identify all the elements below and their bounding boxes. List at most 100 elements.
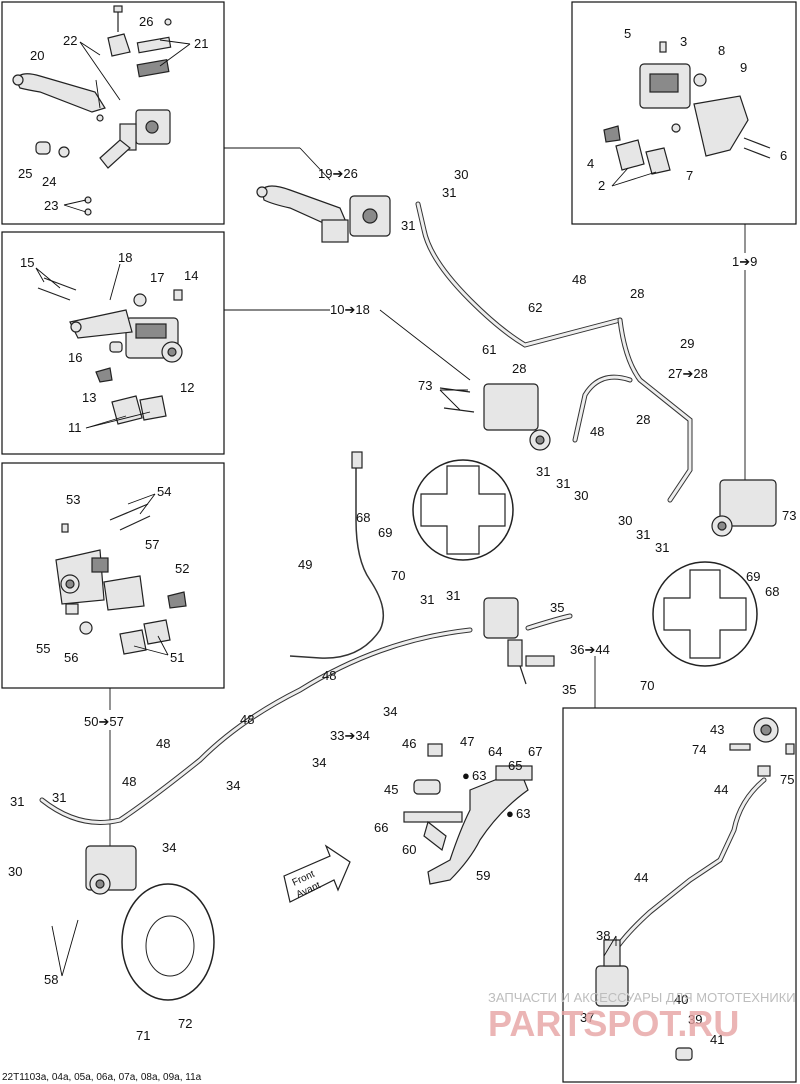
inset-rear-master-cylinder-parts xyxy=(595,717,795,1061)
front-right-disc xyxy=(652,561,758,667)
callout-48: 48 xyxy=(590,424,604,439)
callout-70: 70 xyxy=(640,678,654,693)
figure-code: 22T1103a, 04a, 05a, 06a, 07a, 08a, 09a, … xyxy=(2,1072,202,1083)
front-direction-arrow: Front Avant xyxy=(283,844,351,903)
group-label-33-34: 33➔34 xyxy=(330,728,370,743)
front-left-caliper xyxy=(439,383,551,451)
grease-label-b: 63 xyxy=(516,806,530,821)
callout-15: 15 xyxy=(20,255,34,270)
callout-61: 61 xyxy=(482,342,496,357)
grease-icon: ● xyxy=(506,806,514,821)
callout-67: 67 xyxy=(528,744,542,759)
front-master-cylinder xyxy=(256,185,391,243)
callout-68: 68 xyxy=(356,510,370,525)
callout-69: 69 xyxy=(746,569,760,584)
callout-31: 31 xyxy=(446,588,460,603)
callout-18: 18 xyxy=(118,250,132,265)
front-left-disc xyxy=(412,459,514,561)
inset-box-master-cylinder xyxy=(1,1,225,225)
callout-25: 25 xyxy=(18,166,32,181)
callout-41: 41 xyxy=(710,1032,724,1047)
callout-48: 48 xyxy=(122,774,136,789)
group-label-1-9: 1➔9 xyxy=(732,254,757,269)
callout-26: 26 xyxy=(139,14,153,29)
callout-34: 34 xyxy=(226,778,240,793)
callout-9: 9 xyxy=(740,60,747,75)
wire-harness xyxy=(289,451,385,659)
callout-13: 13 xyxy=(82,390,96,405)
callout-29: 29 xyxy=(680,336,694,351)
callout-44: 44 xyxy=(634,870,648,885)
group-label-19-26: 19➔26 xyxy=(318,166,358,181)
callout-37: 37 xyxy=(580,1010,594,1025)
callout-31: 31 xyxy=(636,527,650,542)
inset-rear-caliper-parts xyxy=(55,503,187,655)
callout-54: 54 xyxy=(157,484,171,499)
callout-60: 60 xyxy=(402,842,416,857)
callout-62: 62 xyxy=(528,300,542,315)
callout-22: 22 xyxy=(63,33,77,48)
group-labels: 19➔26 1➔9 10➔18 27➔28 36➔44 33➔34 50➔57 xyxy=(84,166,757,743)
callout-65: 65 xyxy=(508,758,522,773)
callout-68: 68 xyxy=(765,584,779,599)
watermark: ЗАПЧАСТИ И АКСЕССУАРЫ ДЛЯ МОТОТЕХНИКИ PA… xyxy=(488,990,796,1044)
callout-34: 34 xyxy=(312,755,326,770)
callout-75: 75 xyxy=(780,772,794,787)
callout-7: 7 xyxy=(686,168,693,183)
callout-31: 31 xyxy=(52,790,66,805)
callout-21: 21 xyxy=(194,36,208,51)
rear-caliper xyxy=(85,845,137,895)
callout-38: 38 xyxy=(596,928,610,943)
callout-40: 40 xyxy=(674,992,688,1007)
group-label-36-44: 36➔44 xyxy=(570,642,610,657)
callout-23: 23 xyxy=(44,198,58,213)
callout-30: 30 xyxy=(618,513,632,528)
callout-48: 48 xyxy=(156,736,170,751)
callout-39: 39 xyxy=(688,1012,702,1027)
grease-label-a: 63 xyxy=(472,768,486,783)
callout-5: 5 xyxy=(624,26,631,41)
callout-34: 34 xyxy=(383,704,397,719)
callout-12: 12 xyxy=(180,380,194,395)
callouts-mid-left: 15 18 17 14 16 12 13 11 xyxy=(20,250,198,435)
callout-49: 49 xyxy=(298,557,312,572)
callout-28: 28 xyxy=(512,361,526,376)
callout-70: 70 xyxy=(391,568,405,583)
callout-28: 28 xyxy=(636,412,650,427)
callout-46: 46 xyxy=(402,736,416,751)
callout-52: 52 xyxy=(175,561,189,576)
callout-24: 24 xyxy=(42,174,56,189)
callout-31: 31 xyxy=(10,794,24,809)
callouts-center: 30 31 31 62 48 28 61 28 29 73 28 48 31 3… xyxy=(8,167,796,1043)
front-right-caliper xyxy=(711,479,777,537)
callout-48: 48 xyxy=(572,272,586,287)
callout-14: 14 xyxy=(184,268,198,283)
callout-73: 73 xyxy=(782,508,796,523)
inset-box-rear-master-cylinder xyxy=(562,707,797,1083)
callout-31: 31 xyxy=(401,218,415,233)
callout-64: 64 xyxy=(488,744,502,759)
callout-3: 3 xyxy=(680,34,687,49)
rear-disc xyxy=(121,883,215,1001)
callouts-top-right: 5 3 8 9 4 2 6 7 xyxy=(587,26,787,193)
grease-markers: ● 63 ● 63 xyxy=(462,768,530,821)
callout-11: 11 xyxy=(68,420,82,435)
callout-30: 30 xyxy=(8,864,22,879)
callout-43: 43 xyxy=(710,722,724,737)
callout-53: 53 xyxy=(66,492,80,507)
callouts-lower-left: 53 54 57 52 55 56 51 xyxy=(36,484,189,665)
callout-48: 48 xyxy=(240,712,254,727)
callout-72: 72 xyxy=(178,1016,192,1031)
brake-hoses xyxy=(39,201,693,825)
callout-73: 73 xyxy=(418,378,432,393)
group-label-27-28: 27➔28 xyxy=(668,366,708,381)
callout-44: 44 xyxy=(714,782,728,797)
callout-45: 45 xyxy=(384,782,398,797)
callouts-top-left: 26 22 21 20 25 24 23 xyxy=(18,14,208,213)
callout-6: 6 xyxy=(780,148,787,163)
callout-28: 28 xyxy=(630,286,644,301)
callout-58: 58 xyxy=(44,972,58,987)
brake-switch-junction xyxy=(483,597,555,685)
callout-55: 55 xyxy=(36,641,50,656)
